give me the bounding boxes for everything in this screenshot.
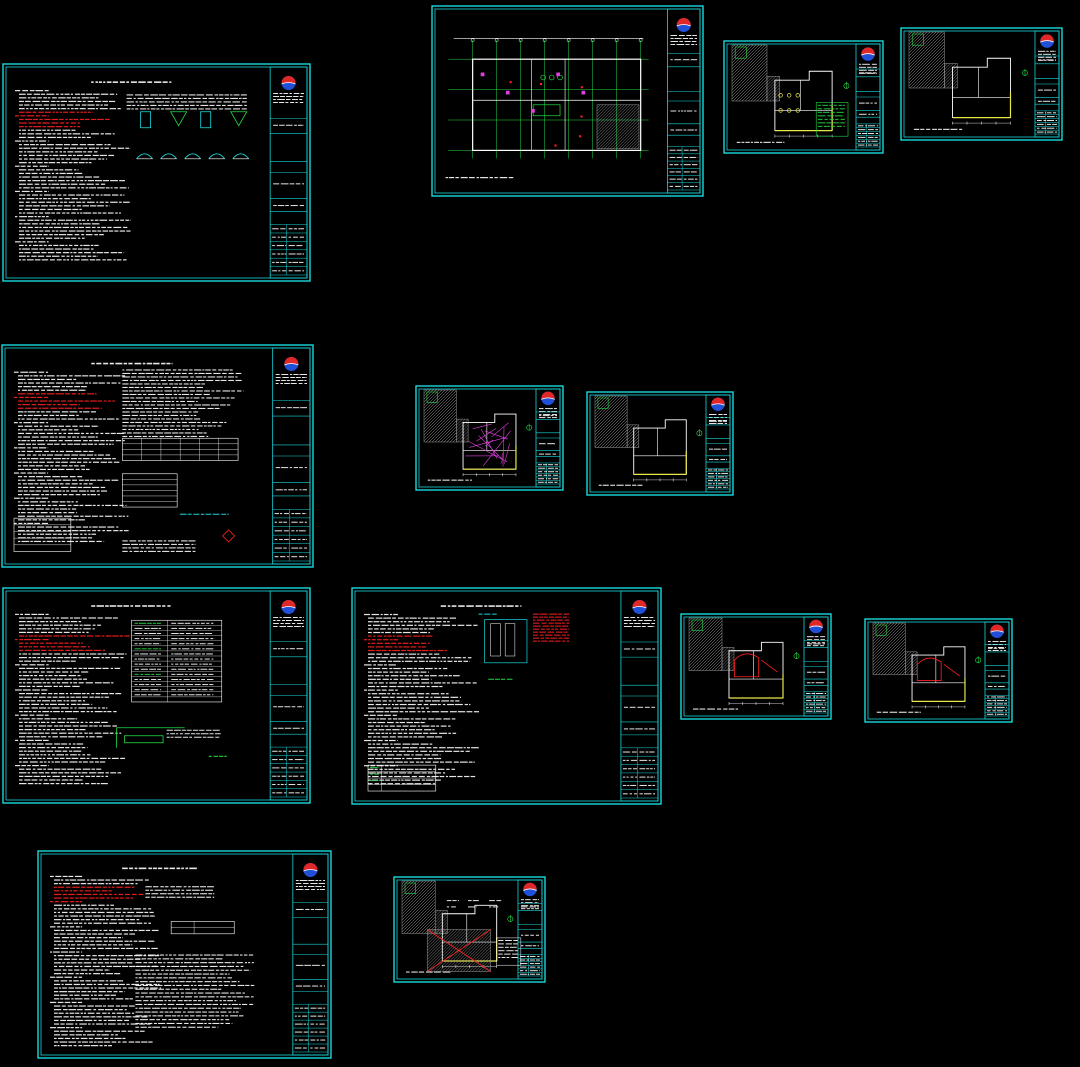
drawing-sheets	[1, 5, 1063, 1059]
sheet-plan-small-6[interactable]	[822, 618, 1013, 723]
sheet-general-notes-1[interactable]	[2, 63, 311, 282]
sheet-general-notes-2[interactable]	[1, 344, 314, 568]
sheet-plan-small-1[interactable]	[676, 40, 884, 154]
sheet-general-notes-5[interactable]	[37, 850, 332, 1059]
sheet-general-notes-3[interactable]	[2, 587, 311, 804]
sheet-plan-small-3[interactable]	[372, 385, 564, 491]
sheet-general-notes-4[interactable]	[351, 587, 662, 805]
sheet-plan-small-2[interactable]	[853, 27, 1063, 141]
sheet-plan-small-5[interactable]	[637, 613, 832, 720]
sheet-plan-small-7[interactable]	[350, 876, 546, 983]
sheet-site-plan-main[interactable]	[431, 5, 704, 197]
sheet-plan-small-4[interactable]	[544, 391, 734, 496]
